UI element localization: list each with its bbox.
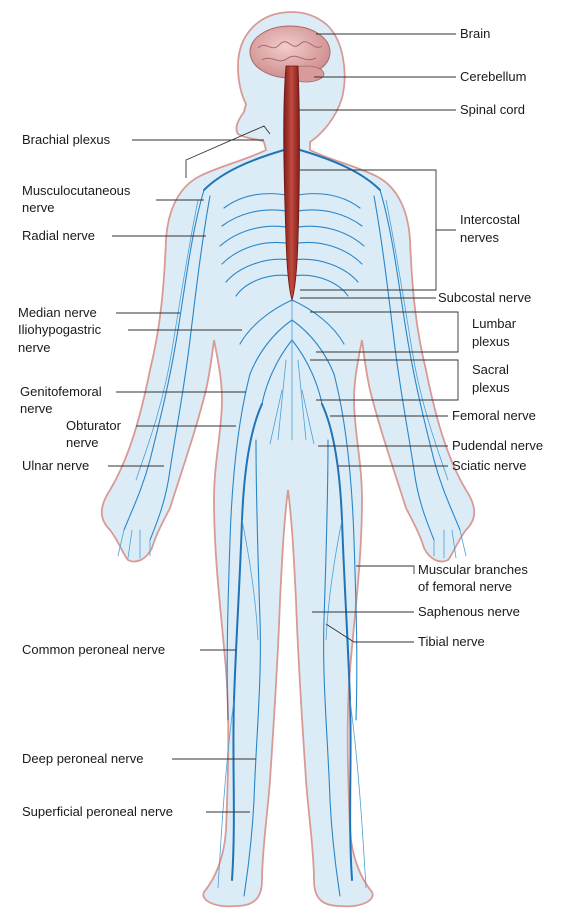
label-common-peroneal-nerve: Common peroneal nerve [22,642,165,657]
label-lumbar-line1: Lumbar [472,316,517,331]
label-cerebellum: Cerebellum [460,69,526,84]
label-deep-peroneal-nerve: Deep peroneal nerve [22,751,143,766]
label-intercostal-line2: nerves [460,230,500,245]
label-spinal-cord: Spinal cord [460,102,525,117]
label-femoral-nerve: Femoral nerve [452,408,536,423]
label-iliohypogastric-line2: nerve [18,340,51,355]
label-pudendal-nerve: Pudendal nerve [452,438,543,453]
label-subcostal-nerve: Subcostal nerve [438,290,531,305]
label-brachial-plexus: Brachial plexus [22,132,111,147]
label-muscular-branches-line1: Muscular branches [418,562,528,577]
label-obturator-line2: nerve [66,435,99,450]
label-sacral-line1: Sacral [472,362,509,377]
label-sacral-line2: plexus [472,380,510,395]
label-brain: Brain [460,26,490,41]
label-intercostal-line1: Intercostal [460,212,520,227]
label-superficial-peroneal-nerve: Superficial peroneal nerve [22,804,173,819]
label-genitofemoral-line2: nerve [20,401,53,416]
label-lumbar-line2: plexus [472,334,510,349]
label-tibial-nerve: Tibial nerve [418,634,485,649]
label-musculocutaneous-line1: Musculocutaneous [22,183,131,198]
label-median-nerve: Median nerve [18,305,97,320]
label-saphenous-nerve: Saphenous nerve [418,604,520,619]
label-radial-nerve: Radial nerve [22,228,95,243]
label-muscular-branches-line2: of femoral nerve [418,579,512,594]
label-obturator-line1: Obturator [66,418,122,433]
label-ulnar-nerve: Ulnar nerve [22,458,89,473]
label-genitofemoral-line1: Genitofemoral [20,384,102,399]
label-musculocutaneous-line2: nerve [22,200,55,215]
label-sciatic-nerve: Sciatic nerve [452,458,526,473]
label-iliohypogastric-line1: Iliohypogastric [18,322,102,337]
